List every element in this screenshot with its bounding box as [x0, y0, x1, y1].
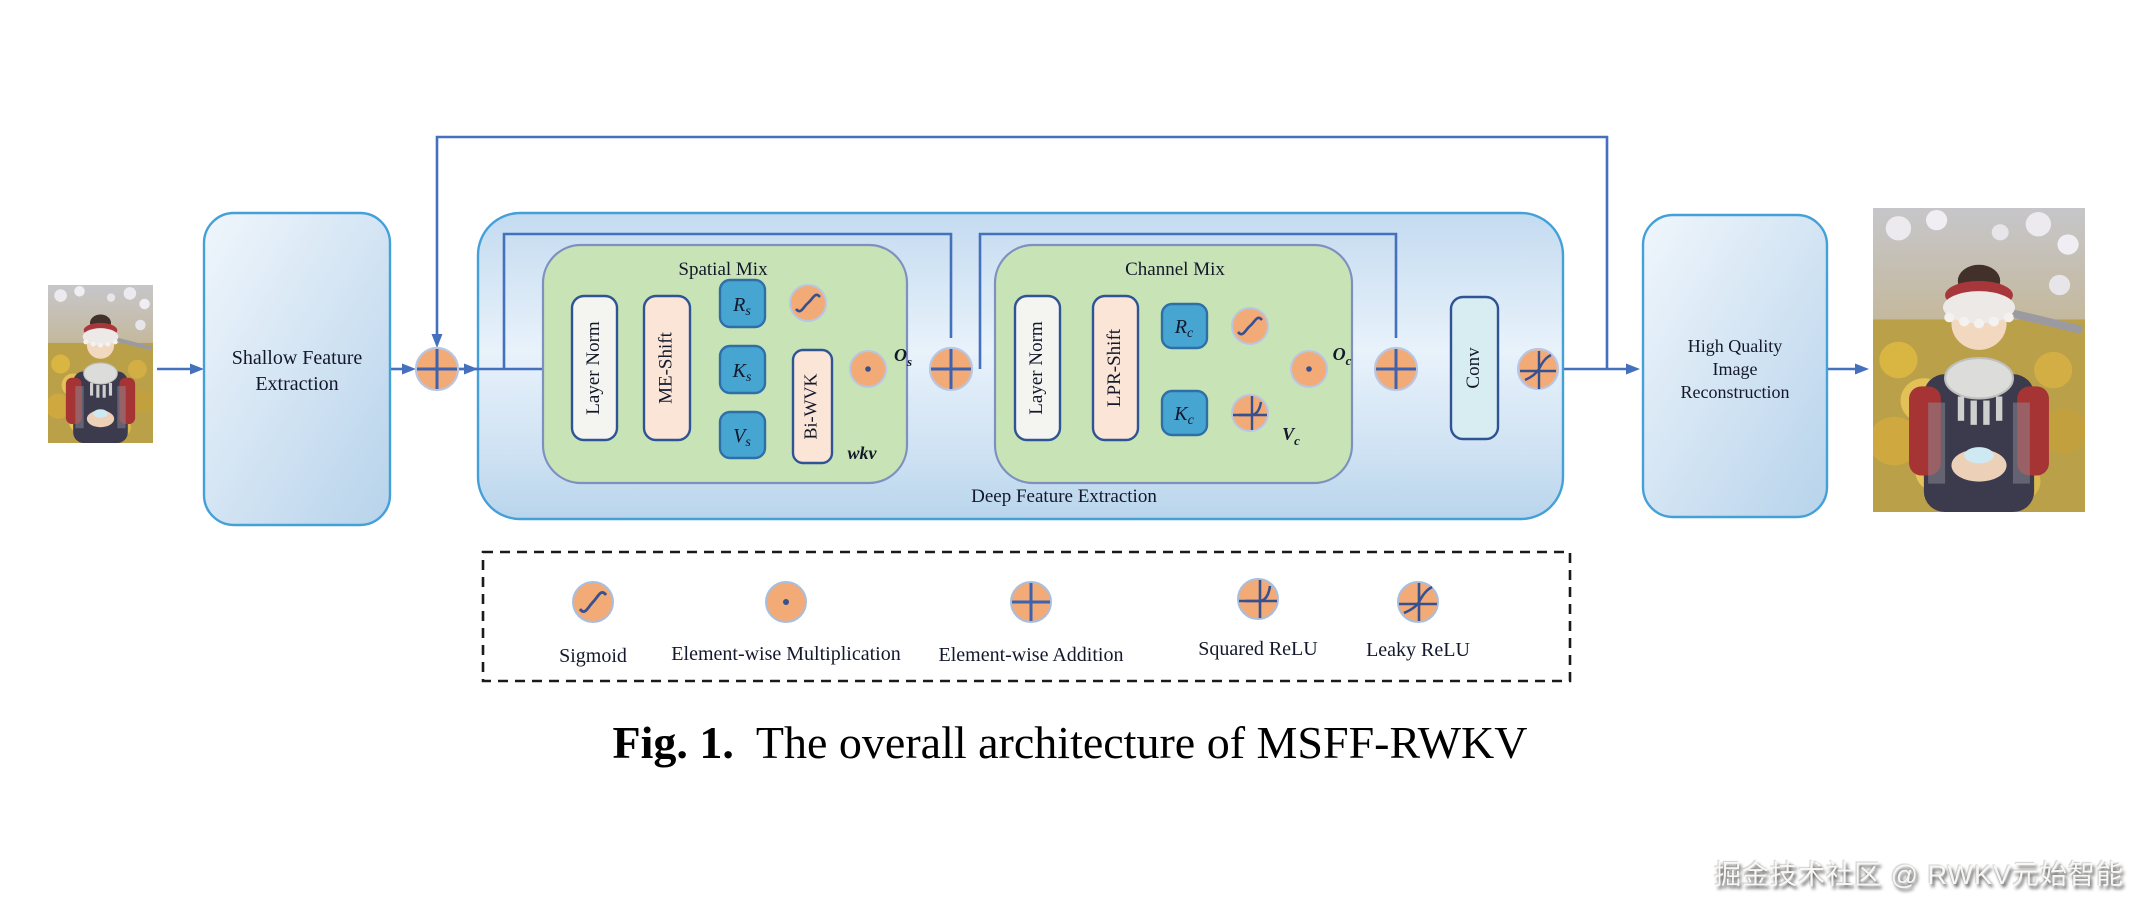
- sigmoid-node-channel: [1231, 307, 1269, 345]
- me-shift-label: ME-Shift: [655, 331, 676, 404]
- legend-label-squared-relu: Squared ReLU: [1198, 638, 1318, 660]
- spatial-mix-block: Spatial Mix Layer Norm ME-Shift Rs Ks Vs…: [541, 243, 909, 485]
- legend-item-leaky-relu: Leaky ReLU: [1366, 581, 1470, 661]
- input-low-res-image: [48, 285, 153, 443]
- hq-label-line1: High Quality: [1688, 336, 1783, 356]
- leaky-relu-icon: [1399, 583, 1437, 621]
- sigmoid-icon: [795, 293, 821, 313]
- legend-box: Sigmoid Element-wise Multiplication Elem…: [481, 550, 1572, 683]
- legend-item-addition: Element-wise Addition: [939, 581, 1124, 666]
- figure-caption: Fig. 1. The overall architecture of MSFF-…: [0, 716, 2140, 769]
- oc-label: Oc: [1333, 344, 1352, 368]
- rc-box: [1160, 302, 1209, 350]
- spatial-layer-norm-box: [570, 294, 619, 442]
- figure-caption-number: Fig. 1.: [612, 717, 734, 768]
- lpr-shift-box: [1091, 294, 1140, 442]
- add-icon: [417, 349, 457, 389]
- add-icon: [1376, 349, 1416, 389]
- channel-layer-norm-box: [1013, 294, 1062, 442]
- shallow-label-line2: Extraction: [255, 373, 338, 395]
- squared-relu-icon: [1233, 396, 1267, 430]
- spatial-layer-norm-label: Layer Norm: [583, 321, 604, 415]
- sigmoid-node-spatial: [789, 284, 827, 322]
- ks-box: [718, 344, 767, 395]
- add-icon: [931, 349, 971, 389]
- global-skip-line: [435, 135, 1609, 369]
- legend-label-leaky-relu: Leaky ReLU: [1366, 639, 1470, 661]
- residual-add-node-1: [414, 346, 460, 392]
- leaky-relu-node: [1516, 347, 1560, 391]
- legend-item-multiplication: Element-wise Multiplication: [671, 581, 901, 665]
- channel-mix-block: Channel Mix Layer Norm LPR-Shift Rc Kc V…: [993, 243, 1354, 485]
- vs-label: Vs: [733, 425, 751, 450]
- watermark: 掘金技术社区 @ RWKV元始智能: [1714, 860, 2124, 890]
- hq-label-line2: Image: [1713, 359, 1758, 379]
- kc-box: [1160, 389, 1209, 437]
- vc-label: Vc: [1282, 424, 1300, 448]
- lpr-shift-label: LPR-Shift: [1104, 328, 1125, 407]
- multiply-icon: [1306, 366, 1312, 372]
- rs-label: Rs: [732, 294, 751, 319]
- deep-feature-extraction-label: Deep Feature Extraction: [971, 486, 1157, 507]
- legend-label-addition: Element-wise Addition: [939, 644, 1124, 666]
- shallow-feature-extraction-block: Shallow Feature Extraction: [202, 211, 392, 527]
- sigmoid-icon: [578, 591, 608, 613]
- squared-relu-node: [1231, 394, 1269, 432]
- bi-wvk-label: Bi-WVK: [801, 374, 821, 440]
- legend-item-squared-relu: Squared ReLU: [1198, 578, 1318, 660]
- legend-item-sigmoid: Sigmoid: [559, 581, 627, 667]
- conv-box: Conv: [1449, 295, 1500, 441]
- os-label: Os: [894, 345, 912, 369]
- rc-label: Rc: [1174, 316, 1194, 341]
- multiply-node-spatial: [849, 350, 887, 388]
- kc-label: Kc: [1173, 403, 1194, 428]
- bi-wvk-box: [791, 348, 834, 465]
- add-icon: [1012, 583, 1050, 621]
- residual-add-node-3: [1373, 346, 1419, 392]
- residual-add-node-2: [928, 346, 974, 392]
- vs-box: [718, 410, 767, 460]
- sigmoid-icon: [1237, 316, 1263, 336]
- me-shift-box: [642, 294, 692, 442]
- multiply-icon: [783, 599, 789, 605]
- multiply-icon: [865, 366, 871, 372]
- conv-label: Conv: [1463, 347, 1484, 389]
- shallow-label-line1: Shallow Feature: [232, 347, 363, 369]
- leaky-relu-icon: [1520, 351, 1556, 389]
- legend-label-multiplication: Element-wise Multiplication: [671, 643, 900, 665]
- spatial-mix-title: Spatial Mix: [678, 259, 768, 280]
- output-high-res-image: [1873, 208, 2085, 512]
- hq-label-line3: Reconstruction: [1681, 382, 1790, 402]
- rs-box: [718, 278, 767, 329]
- channel-layer-norm-label: Layer Norm: [1026, 321, 1047, 415]
- hq-reconstruction-block: High Quality Image Reconstruction: [1641, 213, 1829, 519]
- figure-caption-title: The overall architecture of MSFF-RWKV: [755, 717, 1528, 768]
- squared-relu-icon: [1239, 580, 1277, 618]
- channel-mix-title: Channel Mix: [1125, 259, 1225, 280]
- wkv-label: wkv: [848, 443, 878, 463]
- multiply-node-channel: [1290, 350, 1328, 388]
- ks-label: Ks: [732, 360, 752, 385]
- legend-label-sigmoid: Sigmoid: [559, 645, 627, 667]
